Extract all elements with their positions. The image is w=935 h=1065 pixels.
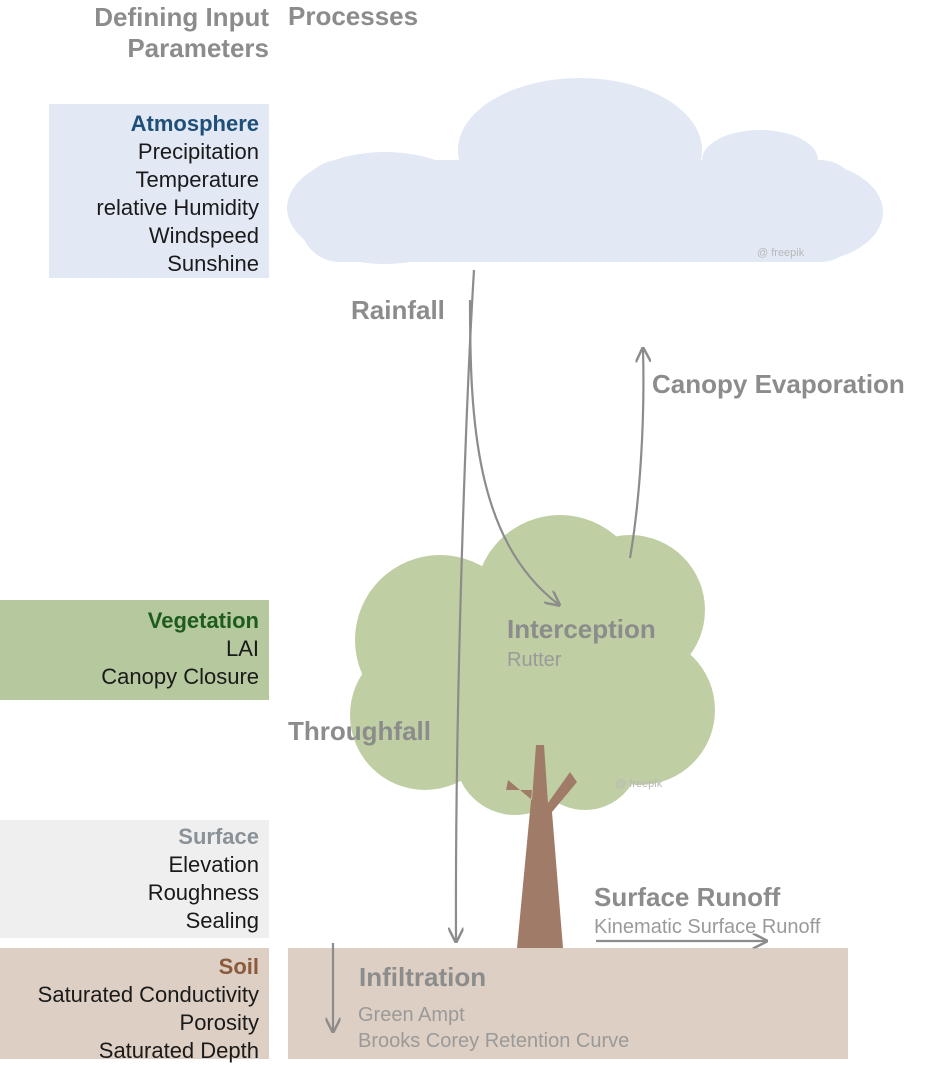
input-parameters-header-line2: Parameters <box>127 33 269 63</box>
rainfall-arrow <box>468 299 558 604</box>
atmosphere-box: Atmosphere Precipitation Temperature rel… <box>49 104 269 278</box>
input-parameters-header-line1: Defining Input <box>94 2 269 32</box>
processes-header: Processes <box>288 1 419 31</box>
atmosphere-item-temperature: Temperature <box>135 167 259 192</box>
surface-runoff-method: Kinematic Surface Runoff <box>594 916 821 938</box>
soil-item-porosity: Porosity <box>179 1010 259 1035</box>
soil-title: Soil <box>218 954 259 979</box>
vegetation-item-lai: LAI <box>225 636 259 661</box>
surface-item-roughness: Roughness <box>147 880 259 905</box>
canopy-evaporation-label: Canopy Evaporation <box>652 369 905 399</box>
soil-box: Soil Saturated Conductivity Porosity Sat… <box>0 948 269 1063</box>
soil-item-saturated-conductivity: Saturated Conductivity <box>37 982 259 1007</box>
soil-band <box>288 948 848 1059</box>
interception-method: Rutter <box>507 649 562 671</box>
tree-watermark: @ freepik <box>615 778 663 790</box>
atmosphere-title: Atmosphere <box>130 111 259 136</box>
infiltration-label: Infiltration <box>359 962 487 992</box>
atmosphere-item-precipitation: Precipitation <box>137 139 259 164</box>
surface-box: Surface Elevation Roughness Sealing <box>0 820 269 938</box>
rainfall-label: Rainfall <box>351 295 445 325</box>
surface-item-elevation: Elevation <box>168 852 259 877</box>
throughfall-label: Throughfall <box>288 716 431 746</box>
vegetation-box: Vegetation LAI Canopy Closure <box>0 600 269 700</box>
vegetation-item-canopy-closure: Canopy Closure <box>101 664 259 689</box>
interception-label: Interception <box>507 614 656 644</box>
infiltration-method-green-ampt: Green Ampt <box>358 1004 465 1026</box>
cloud-watermark: @ freepik <box>757 247 805 259</box>
atmosphere-item-humidity: relative Humidity <box>96 195 259 220</box>
atmosphere-item-windspeed: Windspeed <box>148 223 259 248</box>
canopy-evaporation-arrow <box>628 350 643 559</box>
cloud-icon <box>287 78 883 264</box>
atmosphere-item-sunshine: Sunshine <box>167 251 259 276</box>
input-parameters-header: Defining Input Parameters <box>40 2 269 64</box>
surface-runoff-label: Surface Runoff <box>594 882 781 912</box>
surface-title: Surface <box>178 824 259 849</box>
surface-item-sealing: Sealing <box>185 908 259 933</box>
vegetation-title: Vegetation <box>147 608 259 633</box>
infiltration-method-brooks-corey: Brooks Corey Retention Curve <box>358 1030 630 1052</box>
tree-trunk-icon <box>506 745 577 948</box>
